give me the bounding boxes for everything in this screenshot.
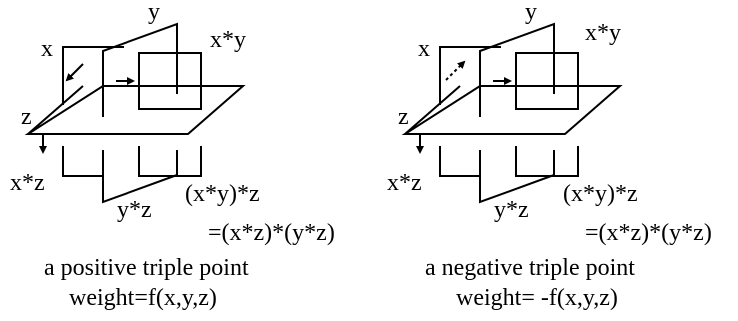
label-xz: x*z <box>10 170 45 196</box>
label-x: x <box>41 36 53 62</box>
label-xz: x*z <box>387 170 422 196</box>
label-z: z <box>398 104 409 130</box>
label-z: z <box>21 104 32 130</box>
sheet-xy <box>515 52 579 110</box>
sheet-yz <box>138 146 202 177</box>
sheet-z <box>401 85 623 135</box>
label-xy: x*y <box>210 27 246 53</box>
label-yz: y*z <box>117 197 152 223</box>
sheet-x <box>439 46 501 105</box>
sheet-x <box>62 46 124 105</box>
label-y: y <box>525 0 537 25</box>
weight-formula: weight=f(x,y,z) <box>69 285 217 311</box>
caption: a negative triple point <box>425 255 635 281</box>
formula-line-2: =(x*z)*(y*z) <box>585 220 712 246</box>
sheet-xz <box>62 146 103 177</box>
label-yz: y*z <box>494 197 529 223</box>
label-x: x <box>418 36 430 62</box>
formula-line-1: (x*y)*z <box>185 181 260 207</box>
negative-triple-point-diagram <box>401 22 623 204</box>
arrow-x-orientation <box>65 63 84 82</box>
sheet-xy <box>138 52 202 110</box>
formula-line-1: (x*y)*z <box>563 181 638 207</box>
caption: a positive triple point <box>44 255 249 281</box>
sheet-xz <box>439 146 480 177</box>
sheet-y-upper <box>479 22 555 117</box>
sheet-y-lower <box>102 150 178 204</box>
sheet-y-upper <box>102 22 178 117</box>
weight-formula: weight= -f(x,y,z) <box>456 285 618 311</box>
label-xy: x*y <box>585 20 621 46</box>
sheet-z <box>24 85 246 135</box>
label-y: y <box>148 0 160 25</box>
formula-line-2: =(x*z)*(y*z) <box>208 220 335 246</box>
sheet-yz <box>515 146 579 177</box>
sheet-y-lower <box>479 150 555 204</box>
positive-triple-point-diagram <box>24 22 246 204</box>
arrow-x-orientation-dotted <box>445 60 466 81</box>
